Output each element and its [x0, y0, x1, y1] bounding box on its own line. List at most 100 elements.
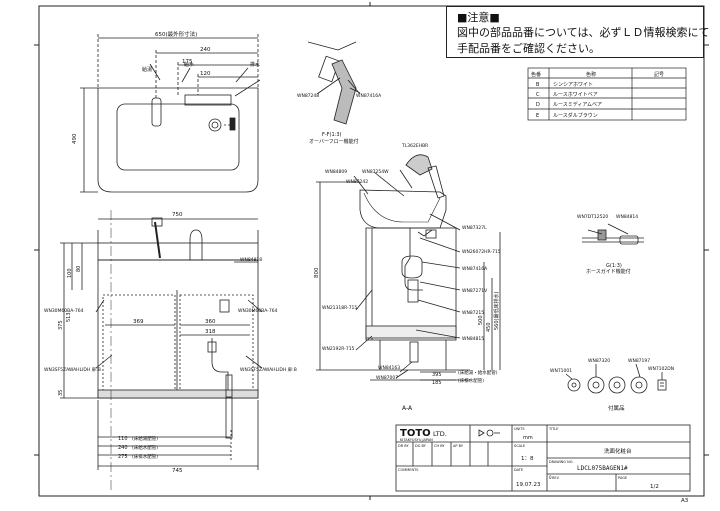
drawing-no: LDCL075BAGEN1#: [577, 465, 628, 472]
front-dim-513: 513: [66, 312, 72, 322]
dr-label: DR BY: [398, 444, 409, 448]
notice-line-1: 図中の部品品番については、必ずＬＤ情報検索にて: [457, 26, 710, 39]
section-faucet-part: TL362EHBR: [401, 143, 428, 149]
sec-dim-560: 560(最低床排水): [493, 292, 500, 330]
front-dim-360: 360: [205, 319, 216, 325]
front-part-4: WN3SF5ZAWAHLIDH 扉:B: [240, 366, 297, 373]
front-dim-35: 35: [58, 390, 64, 396]
date-value: 19.07.23: [516, 482, 541, 488]
accessories-caption: 付属品: [608, 404, 625, 412]
ch-label: CH BY: [434, 444, 445, 448]
detail-f-subcaption: オーバーフロー機能付: [309, 138, 359, 145]
scale-value: 1：8: [521, 456, 534, 462]
front-part-3: WN3SF5ZAWAHLIDH 扉:B: [44, 366, 101, 373]
sheet-size: A3: [681, 498, 689, 504]
color-row-1-code: C: [536, 92, 540, 98]
sec-part-4: WN26072HR-715: [462, 249, 501, 255]
front-part-0: WN84818: [240, 257, 262, 263]
color-table-grid: [527, 67, 687, 121]
page-value: 1/2: [650, 484, 659, 490]
front-view: [60, 210, 263, 490]
color-row-3-name: ルースダルブラウン: [553, 112, 598, 119]
sec-part-0: WN84809: [325, 169, 347, 175]
centering-marks: [34, 2, 709, 500]
color-row-2-name: ルースミディアムベア: [553, 101, 602, 108]
sec-part-10: WN87007: [376, 375, 398, 381]
detail-g: [582, 223, 644, 245]
f-part-1: WN87416A: [356, 93, 382, 99]
label-drain: 排水: [250, 61, 260, 68]
g-part-1: WN84814: [616, 214, 638, 220]
toto-logo: TOTO: [400, 428, 431, 439]
color-head-symbol: 記号: [654, 71, 664, 78]
detail-g-subcaption: ホースガイド機能付: [586, 268, 631, 275]
comments-label: COMMENTS: [398, 468, 419, 472]
color-row-0-code: B: [536, 82, 540, 88]
dim-240-note: (床給水配管): [132, 444, 158, 451]
sec-dim-395: 395: [432, 372, 442, 378]
acc-part-1: WN87197: [628, 358, 650, 364]
front-dim-369: 369: [133, 319, 144, 325]
dim-110-note: (床給湯配管): [132, 435, 158, 442]
top-dim-490: 490: [72, 133, 78, 144]
acc-part-2: WN71001: [550, 368, 572, 374]
drawing-title: 洗面化粧台: [604, 447, 632, 455]
detail-f-caption: F-F(1:3): [322, 132, 342, 138]
dg-label: DG BY: [415, 444, 427, 448]
company-suffix: LTD.: [433, 430, 447, 438]
sec-part-9: WN84163: [378, 365, 400, 371]
notice-title: ■注意■: [457, 11, 500, 24]
sec-part-7: WN87215: [462, 310, 484, 316]
notice-line-2: 手配品番をご確認ください。: [457, 42, 600, 55]
color-head-code: 色番: [531, 71, 541, 78]
page-label: PAGE: [618, 476, 627, 480]
dim-275: 275: [118, 454, 128, 460]
color-head-name: 色称: [586, 71, 596, 78]
sec-part-1: WN87254W: [362, 169, 389, 175]
color-row-2-code: D: [536, 102, 540, 108]
drawing-no-label: DRAWING NO.: [549, 460, 573, 464]
acc-part-0: WN87320: [588, 358, 610, 364]
top-dim-120: 120: [200, 71, 211, 77]
top-view: [80, 34, 261, 193]
rev-value: 0: [549, 475, 552, 480]
section-caption: A-A: [402, 405, 413, 412]
dim-275-note: (床排水配管): [132, 453, 158, 460]
sec-dim-450: 450: [486, 322, 492, 332]
f-part-0: WN87248: [297, 93, 319, 99]
ap-label: AP BY: [453, 444, 464, 448]
sec-dim-note-1: (床排水配管): [458, 377, 484, 384]
g-part-0: WN7DT12520: [577, 214, 608, 220]
title-block-grid: [395, 424, 691, 492]
acc-part-3: WN7102DN: [648, 366, 674, 372]
front-dim-375: 375: [58, 320, 64, 330]
sec-part-8: WN84815: [462, 336, 484, 342]
units-label: UNITS: [514, 427, 525, 431]
dim-240: 240: [118, 445, 128, 451]
notice-box: ■注意■ 図中の部品品番については、必ずＬＤ情報検索にて 手配品番をご確認くださ…: [446, 6, 709, 58]
front-dim-318: 318: [205, 329, 216, 335]
sec-dim-185: 185: [432, 380, 442, 386]
sec-dim-800: 800: [314, 267, 320, 278]
sec-dim-note-0: (床給湯・給水配管): [458, 369, 498, 376]
sec-part-3: WN87327L: [462, 225, 487, 231]
dim-110: 110: [118, 436, 128, 442]
top-dim-650: 650(最外形寸法): [155, 30, 197, 38]
sec-part-2: WN87242: [346, 179, 368, 185]
color-row-3-code: E: [536, 113, 539, 119]
detail-g-caption: G(1:3): [606, 263, 622, 269]
label-cold-water: 給水: [184, 61, 194, 68]
front-part-2: WN30M60BA-764: [238, 308, 278, 314]
date-label: DATE: [514, 468, 523, 472]
company-location: KITAKYUSYU,JAPAN: [400, 438, 433, 442]
front-dim-100: 100: [67, 268, 73, 278]
label-hot-water: 給湯: [142, 66, 152, 73]
top-dim-175: 175: [182, 59, 193, 65]
sec-part-6: WN87271V: [462, 288, 488, 294]
sec-part-11: WN21318R-715: [322, 305, 357, 311]
sheet-frame: [38, 5, 705, 497]
sec-part-5: WN87416A: [462, 266, 488, 272]
section-view: [316, 154, 501, 381]
